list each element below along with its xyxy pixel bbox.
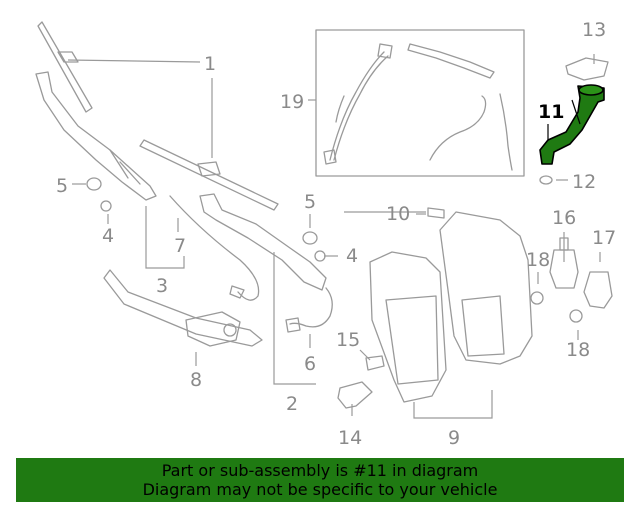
callout-5-right: 5: [304, 191, 316, 213]
callout-5-left: 5: [56, 175, 68, 197]
callout-11: 11: [538, 101, 564, 123]
wiper-linkage: [103, 269, 263, 347]
callout-6: 6: [304, 353, 316, 375]
callout-3: 3: [156, 275, 168, 297]
callout-4-right: 4: [346, 245, 358, 267]
wiper-arm-right: [199, 193, 327, 291]
callout-19: 19: [280, 91, 304, 113]
callout-10: 10: [386, 203, 410, 225]
callout-18-right: 18: [566, 339, 590, 361]
parts-diagram: 1 2 3 4 4 5 5 6 7 8 9 10 11 12 13 14 15 …: [35, 19, 616, 449]
info-banner: Part or sub-assembly is #11 in diagram D…: [16, 458, 624, 502]
callout-2: 2: [286, 393, 298, 415]
wiper-arm-left: [35, 71, 157, 201]
wiper-blade-left: [37, 21, 93, 113]
callout-16: 16: [552, 207, 576, 229]
callout-8: 8: [190, 369, 202, 391]
callout-15: 15: [336, 329, 360, 351]
callout-18-left: 18: [526, 249, 550, 271]
callout-13: 13: [582, 19, 606, 41]
callout-12: 12: [572, 171, 596, 193]
washer-filler-neck-highlighted: [539, 84, 605, 165]
callout-1: 1: [204, 53, 216, 75]
washer-hose: [169, 195, 260, 301]
callout-17: 17: [592, 227, 616, 249]
callout-9: 9: [448, 427, 460, 449]
callout-14: 14: [338, 427, 362, 449]
banner-line-2: Diagram may not be specific to your vehi…: [142, 480, 498, 499]
callout-4-left: 4: [102, 225, 114, 247]
washer-reservoir: [369, 211, 533, 403]
callout-7: 7: [174, 235, 186, 257]
wiper-blade-right: [139, 139, 279, 211]
hose-detail-box: [315, 29, 525, 177]
banner-line-1: Part or sub-assembly is #11 in diagram: [161, 461, 479, 480]
